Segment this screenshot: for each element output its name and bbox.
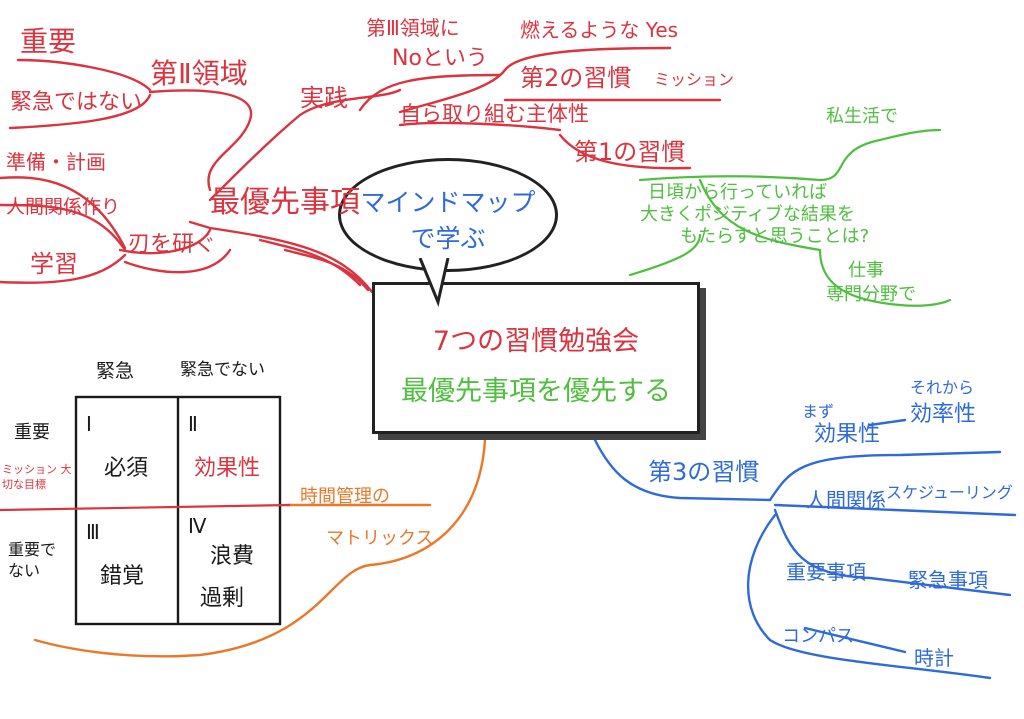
relationships-label: 人間関係 [806,488,886,512]
quadrant2-label: 第Ⅱ領域 [150,57,248,90]
central-subtitle: 最優先事項を優先する [401,376,671,407]
habit1-label: 第1の習慣 [574,138,686,166]
habit2-label: 第2の習慣 [520,64,632,92]
sharpen-saw-label: 刃を研ぐ [128,232,217,257]
blue-branch-lines [593,418,1017,680]
burning-yes-label: 燃えるような Yes [520,18,679,42]
matrix-row-not-important: 重要でない [8,540,57,580]
q3-text: 錯覚 [100,564,145,589]
learning-label: 学習 [30,250,78,278]
important-matters-label: 重要事項 [786,560,866,584]
proactive-label: 自ら取り組む主体性 [400,102,589,126]
q1-number: Ⅰ [86,412,92,436]
no-to-q3-label: 第Ⅲ領域に [366,16,460,40]
specialty-label: 専門分野で [826,284,916,305]
effectiveness-label: 効果性 [814,422,881,447]
red-branch-lines [0,46,722,294]
practice-label: 実践 [300,84,348,112]
central-title: 7つの習慣勉強会 [432,326,640,357]
question-line-3: もたらすと思うことは? [680,226,870,247]
central-topic-box: 7つの習慣勉強会 最優先事項を優先する [372,282,700,434]
q4-number: Ⅳ [188,514,207,538]
relationships-building-label: 人間関係作り [6,196,121,218]
time-matrix-label-2: マトリックス [326,528,434,549]
q2-text: 効果性 [194,456,261,481]
then-label: それから [910,378,975,397]
question-line-2: 大きくポジティブな結果を [640,204,855,225]
mission-label: ミッション [654,70,735,89]
bubble-line-1: マインドマップ [360,188,536,217]
time-matrix-label-1: 時間管理の [300,486,390,507]
green-branch-lines [628,128,952,307]
q2-number: Ⅱ [188,412,198,436]
bubble-line-2: で学ぶ [410,224,486,253]
work-label: 仕事 [848,260,884,281]
scheduling-label: スケジューリング [886,483,1013,502]
compass-label: コンパス [782,626,854,647]
red-main-label: 最優先事項 [210,185,360,220]
q4-text-1: 浪費 [210,544,255,569]
q4-text-2: 過剰 [200,586,245,611]
efficiency-label: 効率性 [910,402,977,427]
important-label: 重要 [20,25,77,58]
q1-text: 必須 [104,456,149,481]
matrix-row-important: 重要 [14,422,50,443]
habit3-label: 第3の習慣 [648,458,760,486]
orange-branch-lines [33,438,487,658]
q3-number: Ⅲ [86,520,100,544]
question-line-1: 日頃から行っていれば [648,182,828,203]
matrix-grid [0,395,291,626]
urgent-matters-label: 緊急事項 [908,568,988,592]
first-label: まず [802,402,835,421]
bubble-tail [418,258,450,307]
matrix-col-urgent: 緊急 [96,360,135,382]
clock-label: 時計 [914,646,954,670]
matrix-row-important-note: ミッション 大切な目標 [2,463,72,492]
private-life-label: 私生活で [826,106,898,127]
not-urgent-label: 緊急ではない [10,90,143,115]
no-to-q3-label-2: Noという [392,46,488,71]
speech-bubble: マインドマップ で学ぶ [338,158,558,272]
prep-plan-label: 準備・計画 [6,150,106,174]
matrix-col-not-urgent: 緊急でない [180,360,265,380]
